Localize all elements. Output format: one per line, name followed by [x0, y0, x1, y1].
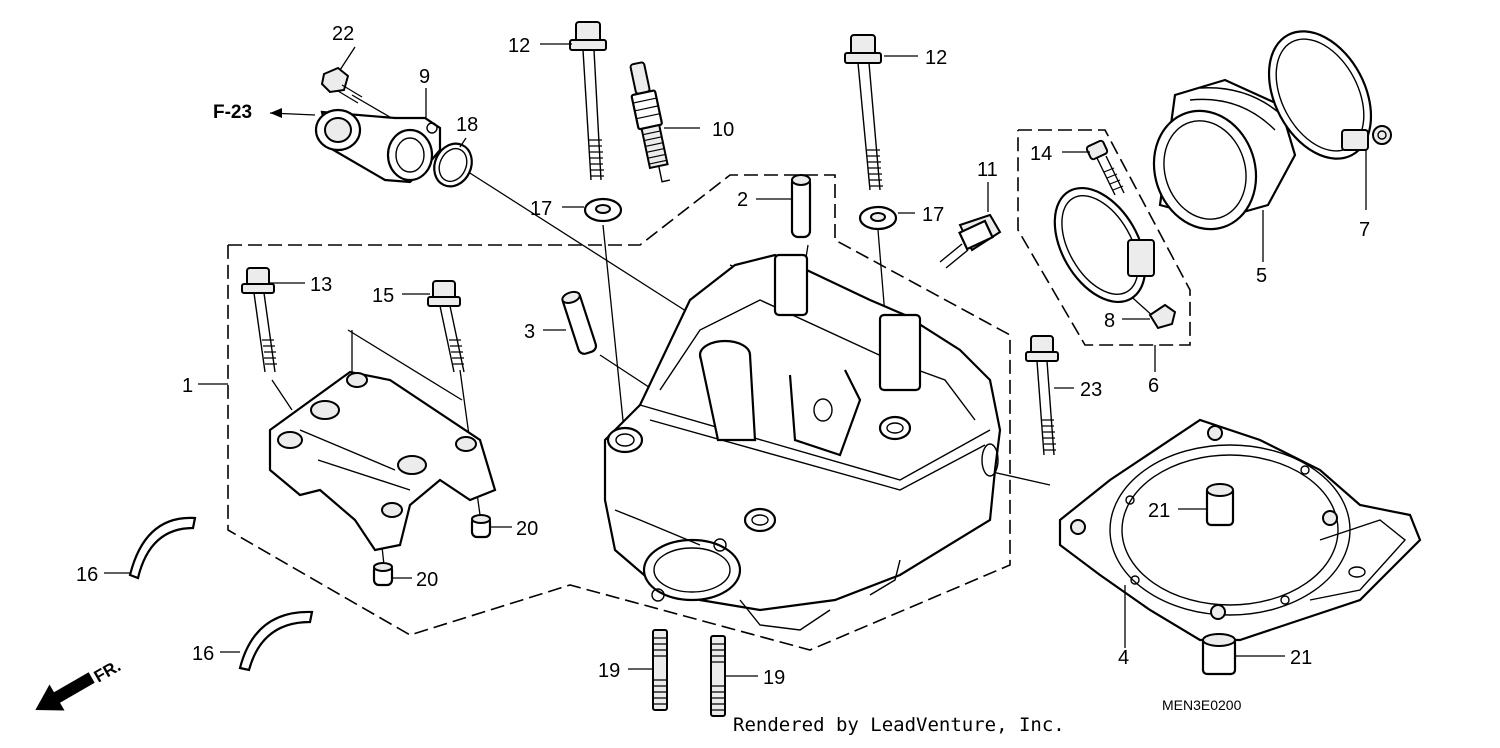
stud-part-19-right: [710, 635, 726, 717]
callout-16-lower: 16: [192, 643, 214, 665]
bolt-part-12-right: [844, 34, 883, 191]
credit-text: Rendered by LeadVenture, Inc.: [733, 714, 1065, 736]
diagram-code: MEN3E0200: [1162, 697, 1242, 713]
bolt-part-23: [1025, 335, 1059, 456]
screw-part-14: [1085, 139, 1125, 196]
washer-part-17-right: [858, 205, 898, 231]
callout-4: 4: [1118, 647, 1129, 669]
callout-23: 23: [1080, 379, 1102, 401]
dowel-part-21-lower: [1201, 633, 1237, 676]
callout-1: 1: [182, 375, 193, 397]
reference-arrowhead: [270, 108, 282, 118]
front-arrow-icon: FR.: [35, 656, 124, 711]
dowel-pin-part-20-upper: [470, 514, 492, 539]
water-joint-part-9: [314, 108, 442, 184]
bolt-part-15: [427, 280, 465, 373]
bolt-part-13: [241, 267, 277, 373]
callout-8: 8: [1104, 310, 1115, 332]
bolt-part-12-left: [569, 21, 607, 181]
head-gasket-part-4: [1058, 418, 1422, 642]
callout-2: 2: [737, 189, 748, 211]
camshaft-holder: [268, 370, 497, 552]
callout-9: 9: [419, 66, 430, 88]
callout-5: 5: [1256, 265, 1267, 287]
callout-20-upper: 20: [516, 518, 538, 540]
stud-part-19-left: [652, 629, 668, 711]
callout-21-upper: 21: [1148, 500, 1170, 522]
callout-17-left: 17: [530, 198, 552, 220]
group-outline-intake-clamp: [1017, 129, 1191, 346]
callout-labels: 22 9 18 12 12 10 17 17 2 3 11 14 8 6 5 7…: [76, 23, 1370, 689]
callout-19-right: 19: [763, 667, 785, 689]
washer-part-17-left: [583, 197, 623, 223]
clamp-part-6-band: [1053, 186, 1155, 304]
callout-10: 10: [712, 119, 734, 141]
callout-18: 18: [456, 114, 478, 136]
group-outline-cylinder-head: [227, 174, 1011, 651]
callout-11: 11: [977, 159, 998, 181]
o-ring-part-18: [433, 142, 473, 188]
callout-12-right: 12: [925, 47, 947, 69]
callout-3: 3: [524, 321, 535, 343]
front-marker-label: FR.: [91, 656, 124, 686]
callout-7: 7: [1359, 219, 1370, 241]
dowel-pin-part-20-lower: [372, 562, 394, 587]
callout-17-right: 17: [922, 204, 944, 226]
dowel-part-21-upper: [1205, 483, 1235, 527]
valve-guide-part-2: [790, 174, 812, 239]
callout-20-lower: 20: [416, 569, 438, 591]
callout-21-lower: 21: [1290, 647, 1312, 669]
valve-guide-part-3: [561, 290, 598, 355]
callout-14: 14: [1030, 143, 1052, 165]
clamp-part-7: [1267, 30, 1392, 160]
bolt-part-22: [320, 66, 363, 104]
reference-label: F-23: [213, 102, 252, 123]
intake-joint-part-5: [1152, 78, 1297, 231]
nut-part-8: [1148, 303, 1177, 330]
callout-12-left: 12: [508, 35, 530, 57]
callout-19-left: 19: [598, 660, 620, 682]
callout-16-upper: 16: [76, 564, 98, 586]
temperature-sensor-part-11: [939, 213, 1002, 269]
callout-13: 13: [310, 274, 332, 296]
callout-leaders: [104, 43, 1367, 677]
callout-15: 15: [372, 285, 394, 307]
callout-6: 6: [1148, 375, 1159, 397]
spark-plug-part-10: [629, 61, 671, 183]
guide-part-16-upper: [128, 516, 197, 580]
guide-part-16-lower: [238, 610, 314, 672]
callout-22: 22: [332, 23, 354, 45]
cylinder-head-part: [603, 253, 1002, 631]
